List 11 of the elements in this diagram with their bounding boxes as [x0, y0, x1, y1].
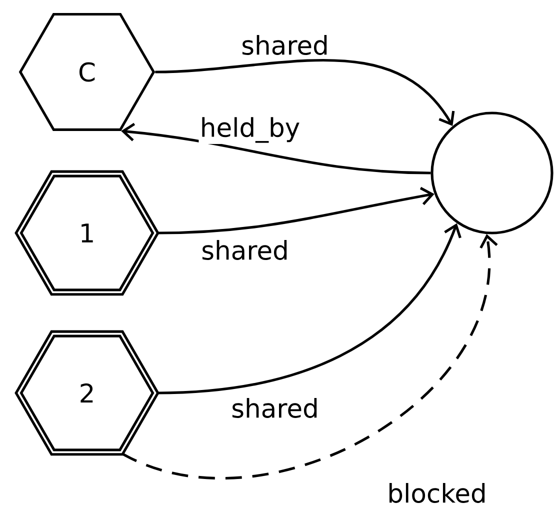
- arrow: [121, 122, 431, 174]
- circle: [430, 112, 554, 234]
- edge-label: blocked: [386, 482, 488, 504]
- arrow: [155, 58, 455, 126]
- edge-label: shared: [240, 34, 330, 56]
- arrow: [156, 186, 434, 234]
- arrow: [156, 223, 462, 394]
- edge-label: shared: [200, 238, 290, 262]
- arrow: [121, 234, 498, 479]
- edge-label: held_by: [198, 116, 302, 144]
- edge-label: shared: [230, 396, 320, 420]
